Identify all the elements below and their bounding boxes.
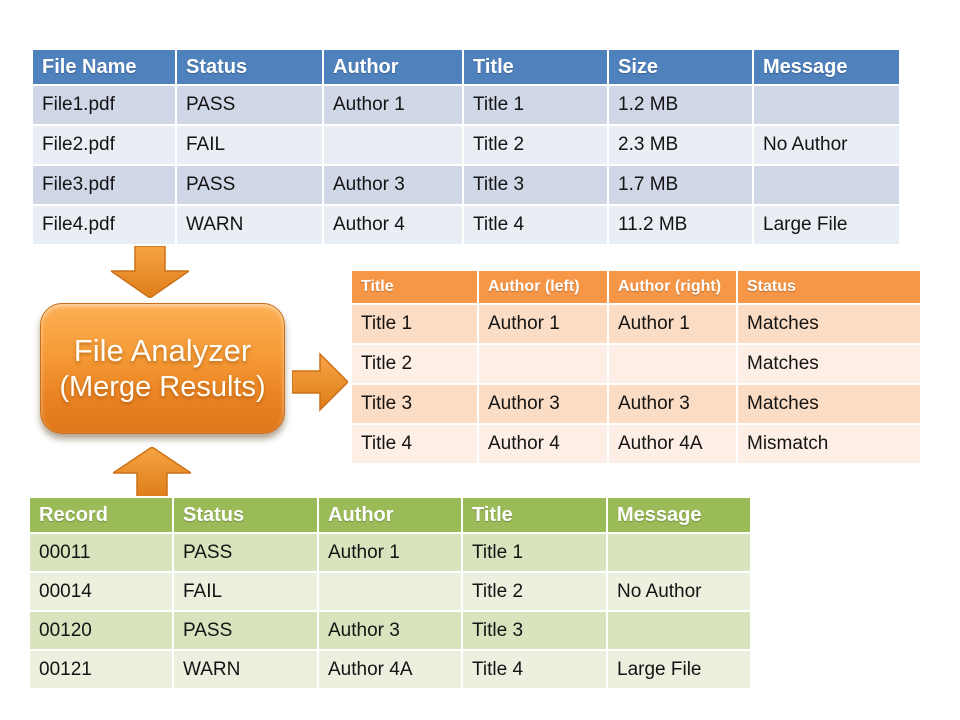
table-cell: Title 1 — [350, 303, 479, 345]
source-files-table: File Name Status Author Title Size Messa… — [31, 48, 901, 246]
column-header: File Name — [31, 48, 177, 86]
table-cell: Title 1 — [462, 84, 609, 126]
table-cell: 1.7 MB — [607, 164, 754, 206]
table-cell: Title 2 — [350, 343, 479, 385]
table-cell: Title 2 — [461, 571, 608, 612]
table-row: Title 3 Author 3 Author 3 Matches — [350, 383, 922, 425]
arrow-down-icon — [111, 246, 189, 298]
table-cell — [317, 571, 463, 612]
table-cell: Title 2 — [462, 124, 609, 166]
column-header: Status — [175, 48, 324, 86]
table-cell — [606, 610, 752, 651]
table-cell: FAIL — [175, 124, 324, 166]
table-cell: Title 4 — [462, 204, 609, 246]
arrow-right-icon — [292, 352, 348, 412]
column-header: Author (left) — [477, 269, 609, 305]
table-header-row: Title Author (left) Author (right) Statu… — [350, 269, 922, 305]
table-cell: Title 4 — [350, 423, 479, 465]
table-cell: Author 4A — [607, 423, 738, 465]
table-cell: Large File — [606, 649, 752, 690]
column-header: Author (right) — [607, 269, 738, 305]
table-cell: PASS — [175, 84, 324, 126]
column-header: Title — [461, 496, 608, 534]
table-cell: File3.pdf — [31, 164, 177, 206]
column-header: Status — [172, 496, 319, 534]
table-cell: No Author — [752, 124, 901, 166]
table-cell — [322, 124, 464, 166]
table-cell: Author 3 — [322, 164, 464, 206]
column-header: Record — [28, 496, 174, 534]
table-cell: File1.pdf — [31, 84, 177, 126]
table-cell: PASS — [172, 532, 319, 573]
table-cell — [752, 164, 901, 206]
column-header: Title — [462, 48, 609, 86]
table-cell: 00011 — [28, 532, 174, 573]
table-header-row: Record Status Author Title Message — [28, 496, 752, 534]
column-header: Title — [350, 269, 479, 305]
table-cell — [607, 343, 738, 385]
table-row: File3.pdf PASS Author 3 Title 3 1.7 MB — [31, 164, 901, 206]
table-cell: 00121 — [28, 649, 174, 690]
analyzer-title: File Analyzer — [73, 333, 252, 369]
table-cell: No Author — [606, 571, 752, 612]
table-cell: PASS — [175, 164, 324, 206]
table-cell: Matches — [736, 383, 922, 425]
table-cell: PASS — [172, 610, 319, 651]
table-cell: WARN — [175, 204, 324, 246]
table-row: 00014 FAIL Title 2 No Author — [28, 571, 752, 612]
table-cell: File2.pdf — [31, 124, 177, 166]
table-cell: FAIL — [172, 571, 319, 612]
column-header: Size — [607, 48, 754, 86]
table-cell: 11.2 MB — [607, 204, 754, 246]
table-cell: Author 3 — [317, 610, 463, 651]
table-cell — [477, 343, 609, 385]
table-row: Title 4 Author 4 Author 4A Mismatch — [350, 423, 922, 465]
table-cell: Title 3 — [462, 164, 609, 206]
table-cell: Matches — [736, 343, 922, 385]
table-cell: 1.2 MB — [607, 84, 754, 126]
table-cell: Author 1 — [317, 532, 463, 573]
table-cell: WARN — [172, 649, 319, 690]
table-cell: Large File — [752, 204, 901, 246]
table-row: File4.pdf WARN Author 4 Title 4 11.2 MB … — [31, 204, 901, 246]
table-row: File1.pdf PASS Author 1 Title 1 1.2 MB — [31, 84, 901, 126]
table-cell: Title 4 — [461, 649, 608, 690]
table-cell: Author 4 — [322, 204, 464, 246]
table-cell: Title 1 — [461, 532, 608, 573]
merge-results-table: Title Author (left) Author (right) Statu… — [350, 269, 922, 465]
table-cell: Author 4 — [477, 423, 609, 465]
table-cell: Author 3 — [477, 383, 609, 425]
table-cell: 2.3 MB — [607, 124, 754, 166]
table-cell: Author 1 — [607, 303, 738, 345]
column-header: Message — [606, 496, 752, 534]
table-cell: Title 3 — [350, 383, 479, 425]
table-cell: Matches — [736, 303, 922, 345]
column-header: Author — [317, 496, 463, 534]
table-row: 00120 PASS Author 3 Title 3 — [28, 610, 752, 651]
table-cell: Author 3 — [607, 383, 738, 425]
column-header: Author — [322, 48, 464, 86]
table-row: File2.pdf FAIL Title 2 2.3 MB No Author — [31, 124, 901, 166]
table-cell: Mismatch — [736, 423, 922, 465]
analyzer-subtitle: (Merge Results) — [59, 370, 266, 403]
table-cell: Title 3 — [461, 610, 608, 651]
records-table: Record Status Author Title Message 00011… — [28, 496, 752, 690]
table-cell — [606, 532, 752, 573]
table-cell: File4.pdf — [31, 204, 177, 246]
arrow-up-icon — [113, 447, 191, 497]
table-cell: Author 4A — [317, 649, 463, 690]
column-header: Message — [752, 48, 901, 86]
table-cell: Author 1 — [322, 84, 464, 126]
table-row: Title 2 Matches — [350, 343, 922, 385]
table-cell: 00120 — [28, 610, 174, 651]
table-row: 00011 PASS Author 1 Title 1 — [28, 532, 752, 573]
file-analyzer-box: File Analyzer (Merge Results) — [40, 303, 285, 434]
table-cell: 00014 — [28, 571, 174, 612]
table-row: Title 1 Author 1 Author 1 Matches — [350, 303, 922, 345]
table-cell: Author 1 — [477, 303, 609, 345]
table-header-row: File Name Status Author Title Size Messa… — [31, 48, 901, 86]
column-header: Status — [736, 269, 922, 305]
table-cell — [752, 84, 901, 126]
table-row: 00121 WARN Author 4A Title 4 Large File — [28, 649, 752, 690]
